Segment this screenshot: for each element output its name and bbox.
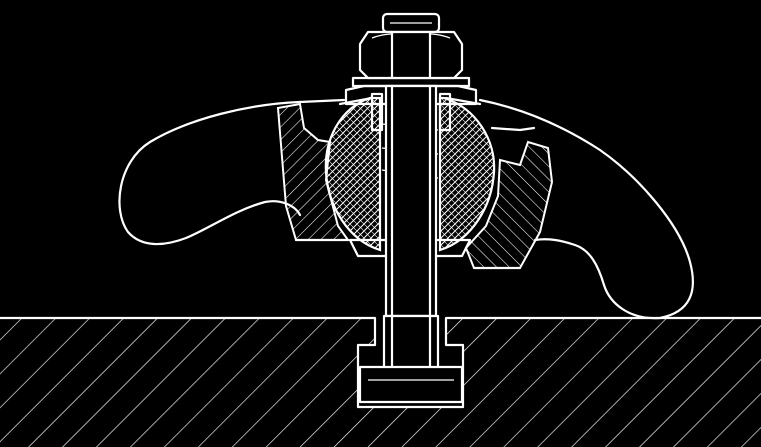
clamp-arm <box>118 98 694 320</box>
table-with-t-slot <box>0 316 761 447</box>
hex-nut <box>358 30 464 80</box>
t-slot-bolt <box>358 12 464 404</box>
